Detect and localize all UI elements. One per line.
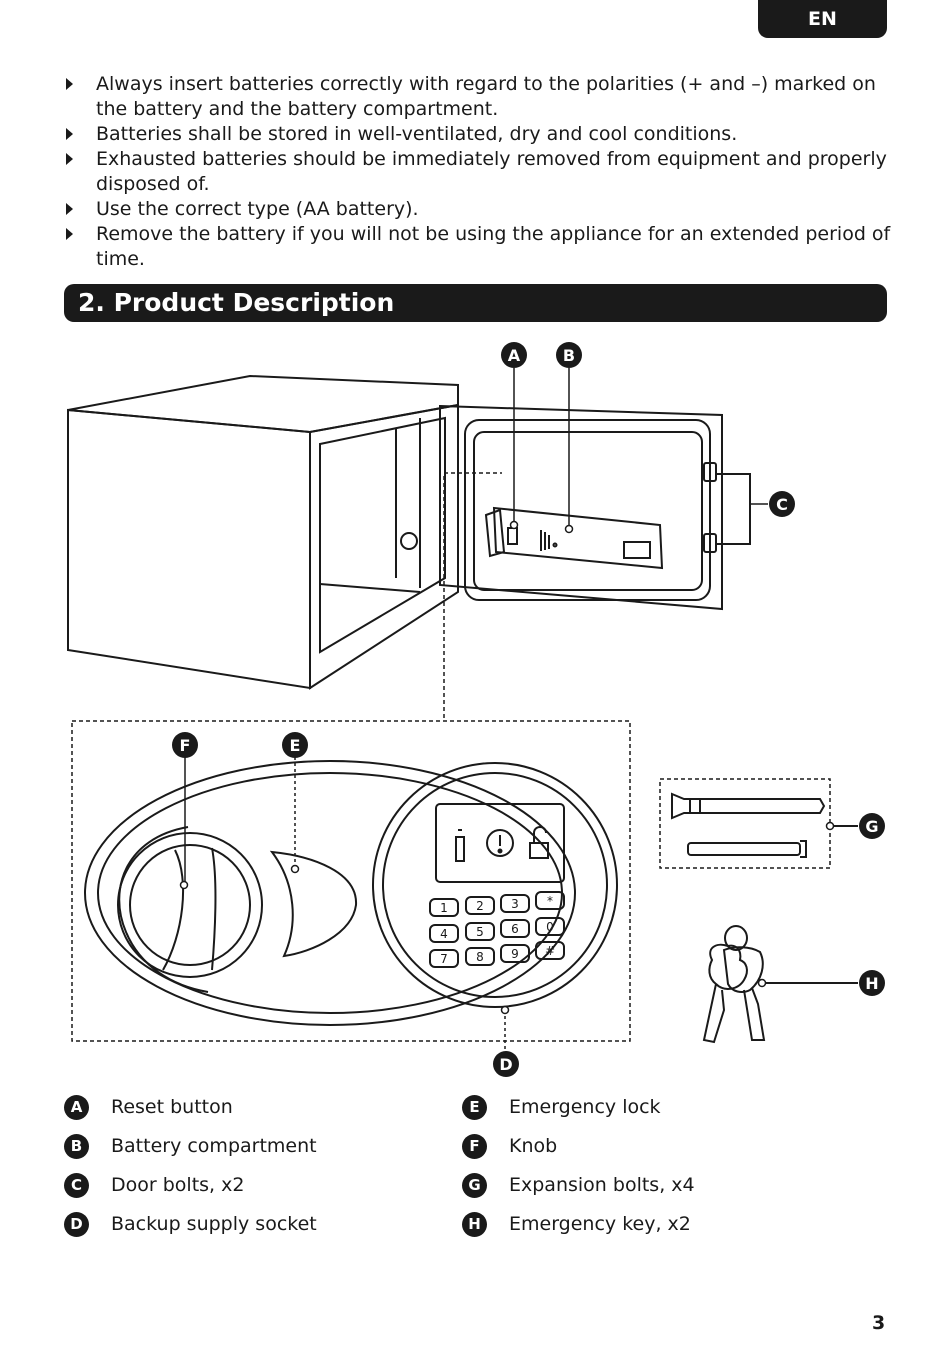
- legend-label: Emergency key, x2: [509, 1213, 691, 1235]
- legend-badge: F: [462, 1133, 487, 1159]
- callout-a-label: A: [508, 346, 521, 365]
- callout-badges: A B C D E F G H: [172, 342, 885, 1077]
- keypad: 1 2 3 * 4 5 6 0 7 8 9 #: [429, 891, 565, 968]
- keypad-key-label: 9: [511, 947, 519, 961]
- legend-label: Reset button: [111, 1096, 233, 1118]
- bullet-marker-icon: [66, 78, 73, 90]
- safe-body-illustration: [67, 374, 459, 690]
- callout-c-badge: [769, 491, 795, 517]
- keypad-key: [429, 898, 459, 917]
- legend-item: D Backup supply socket: [64, 1209, 317, 1239]
- keypad-key-label: 1: [440, 901, 448, 915]
- callout-a-badge: [501, 342, 527, 368]
- callout-d-label: D: [499, 1055, 512, 1074]
- keypad-key-label: *: [547, 894, 553, 908]
- legend-item: G Expansion bolts, x4: [462, 1170, 695, 1200]
- list-item-text: Use the correct type (AA battery).: [96, 198, 419, 220]
- keypad-key: [429, 949, 459, 968]
- callout-h-label: H: [865, 974, 878, 993]
- legend-item: A Reset button: [64, 1092, 233, 1122]
- callout-b-badge: [556, 342, 582, 368]
- lock-panel-illustration: [84, 760, 618, 1026]
- bullet-marker-icon: [66, 203, 73, 215]
- legend-item: B Battery compartment: [64, 1131, 317, 1161]
- list-item: Exhausted batteries should be immediatel…: [62, 147, 892, 197]
- bullet-marker-icon: [66, 228, 73, 240]
- keypad-key-label: 3: [511, 897, 519, 911]
- legend-badge: B: [64, 1133, 89, 1159]
- list-item: Use the correct type (AA battery).: [62, 197, 892, 222]
- list-item-text: Exhausted batteries should be immediatel…: [96, 148, 887, 195]
- legend-badge: G: [462, 1172, 487, 1198]
- legend-label: Door bolts, x2: [111, 1174, 245, 1196]
- keypad-key: [535, 891, 565, 910]
- callout-c-label: C: [776, 495, 788, 514]
- keypad-key-label: 2: [476, 899, 484, 913]
- callout-d-badge: [493, 1051, 519, 1077]
- keypad-key: [535, 941, 565, 960]
- callout-e-badge: [282, 732, 308, 758]
- legend-badge: D: [64, 1211, 89, 1237]
- keypad-key: [465, 922, 495, 941]
- legend-badge: H: [462, 1211, 487, 1237]
- expansion-bolts-illustration: [659, 778, 858, 869]
- callout-e-label: E: [290, 736, 301, 755]
- keypad-key-label: 0: [546, 920, 554, 934]
- keypad-key: [500, 919, 530, 938]
- callout-dots: [179, 520, 835, 1015]
- list-item: Remove the battery if you will not be us…: [62, 222, 892, 272]
- keys-illustration: [702, 925, 858, 1044]
- page-number: 3: [872, 1312, 886, 1334]
- leader-lines: [184, 368, 768, 1052]
- callout-f-label: F: [180, 736, 191, 755]
- callout-h-badge: [859, 970, 885, 996]
- legend-label: Backup supply socket: [111, 1213, 317, 1235]
- product-diagram: 1 2 3 * 4 5 6 0 7 8 9 #: [67, 342, 885, 1077]
- callout-f-badge: [172, 732, 198, 758]
- battery-safety-list: Always insert batteries correctly with r…: [62, 72, 892, 272]
- keypad-key-label: 6: [511, 922, 519, 936]
- list-item-text: Always insert batteries correctly with r…: [96, 73, 876, 120]
- keypad-key: [500, 894, 530, 913]
- open-door-illustration: [439, 404, 751, 611]
- keypad-key: [465, 896, 495, 915]
- callout-g-label: G: [865, 817, 878, 836]
- keypad-key-label: #: [545, 944, 555, 958]
- bullet-marker-icon: [66, 128, 73, 140]
- callout-b-label: B: [563, 346, 575, 365]
- list-item-text: Batteries shall be stored in well-ventil…: [96, 123, 738, 145]
- callout-g-badge: [859, 813, 885, 839]
- list-item-text: Remove the battery if you will not be us…: [96, 223, 891, 270]
- keypad-key: [429, 924, 459, 943]
- keypad-key-label: 7: [440, 952, 448, 966]
- legend-item: H Emergency key, x2: [462, 1209, 691, 1239]
- bullet-marker-icon: [66, 153, 73, 165]
- legend-label: Emergency lock: [509, 1096, 661, 1118]
- list-item: Always insert batteries correctly with r…: [62, 72, 892, 122]
- legend-item: C Door bolts, x2: [64, 1170, 244, 1200]
- legend-badge: E: [462, 1094, 487, 1120]
- keypad-key: [535, 917, 565, 936]
- legend-item: F Knob: [462, 1131, 557, 1161]
- keypad-key-label: 8: [476, 950, 484, 964]
- list-item: Batteries shall be stored in well-ventil…: [62, 122, 892, 147]
- legend-label: Battery compartment: [111, 1135, 317, 1157]
- keypad-key-label: 4: [440, 927, 448, 941]
- legend-item: E Emergency lock: [462, 1092, 661, 1122]
- legend-badge: C: [64, 1172, 89, 1198]
- section-title: 2. Product Description: [64, 284, 887, 322]
- legend-badge: A: [64, 1094, 89, 1120]
- language-tab: EN: [758, 0, 887, 38]
- legend-label: Expansion bolts, x4: [509, 1174, 695, 1196]
- keypad-key: [465, 947, 495, 966]
- keypad-key-label: 5: [476, 925, 484, 939]
- keypad-zoom-frame: [71, 472, 631, 1042]
- legend-label: Knob: [509, 1135, 558, 1157]
- keypad-key: [500, 944, 530, 963]
